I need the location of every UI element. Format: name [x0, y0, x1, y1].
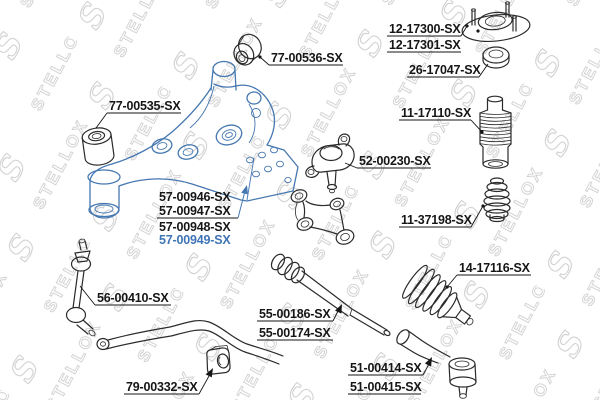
- rear-arm-bushing-drawing: [81, 127, 115, 166]
- control-arm-drawing: [87, 60, 299, 219]
- label-57-00946: 57-00946-SX: [159, 190, 232, 204]
- part-number: 55-00186-SX: [259, 307, 331, 321]
- part-number: 11-17110-SX: [401, 106, 472, 120]
- part-number: 14-17116-SX: [459, 261, 531, 275]
- part-number-highlighted: 57-00949-SX: [159, 233, 231, 247]
- label-51-00415: 51-00415-SX: [348, 380, 423, 395]
- label-57-00949-highlighted: 57-00949-SX: [159, 233, 232, 247]
- part-number: 55-00174-SX: [259, 326, 331, 340]
- shock-dust-boot-drawing: [479, 95, 512, 169]
- strut-mount-drawing: [461, 1, 531, 43]
- label-77-00535: 77-00535-SX: [95, 99, 182, 129]
- label-11-37198: 11-37198-SX: [399, 204, 485, 228]
- part-number: 56-00410-SX: [97, 291, 169, 305]
- label-51-00414: 51-00414-SX: [348, 357, 432, 376]
- label-56-00410: 56-00410-SX: [79, 285, 171, 306]
- steering-boot-drawing: [402, 264, 474, 326]
- label-55-00186: 55-00186-SX: [257, 304, 342, 322]
- tie-rod-end-drawing: [396, 329, 477, 399]
- part-number: 57-00948-SX: [159, 220, 231, 234]
- label-57-00948: 57-00948-SX: [159, 220, 232, 234]
- part-number: 51-00414-SX: [350, 361, 422, 375]
- strut-bearing-drawing: [482, 46, 510, 69]
- part-number: 77-00535-SX: [109, 99, 181, 113]
- label-77-00536: 77-00536-SX: [258, 51, 344, 66]
- front-arm-bushing-drawing: [233, 33, 262, 66]
- part-number: 26-17047-SX: [409, 63, 481, 77]
- label-12-17301: 12-17301-SX: [387, 38, 462, 53]
- label-57-00947: 57-00947-SX: [157, 185, 248, 219]
- part-number: 57-00946-SX: [159, 190, 231, 204]
- stabilizer-link-drawing: [65, 238, 96, 337]
- label-12-17300: 12-17300-SX: [387, 22, 469, 37]
- label-14-17116: 14-17116-SX: [445, 261, 531, 289]
- ball-joint-drawing: [305, 133, 355, 194]
- knuckle-arm-drawing: [290, 189, 355, 245]
- part-number: 57-00947-SX: [159, 204, 231, 218]
- label-79-00332: 79-00332-SX: [124, 368, 213, 395]
- part-number: 12-17300-SX: [389, 22, 461, 36]
- stabilizer-bar-drawing: [96, 319, 284, 365]
- part-number: 51-00415-SX: [350, 380, 422, 394]
- label-11-17110: 11-17110-SX: [399, 106, 484, 134]
- part-number: 11-37198-SX: [401, 213, 473, 227]
- part-number: 79-00332-SX: [126, 380, 198, 394]
- part-number: 52-00230-SX: [359, 154, 431, 168]
- label-55-00174: 55-00174-SX: [257, 326, 333, 341]
- part-number: 77-00536-SX: [271, 51, 343, 65]
- label-26-17047: 26-17047-SX: [407, 63, 489, 78]
- label-52-00230: 52-00230-SX: [344, 154, 432, 169]
- bump-stop-drawing: [483, 177, 511, 223]
- part-number: 12-17301-SX: [389, 38, 461, 52]
